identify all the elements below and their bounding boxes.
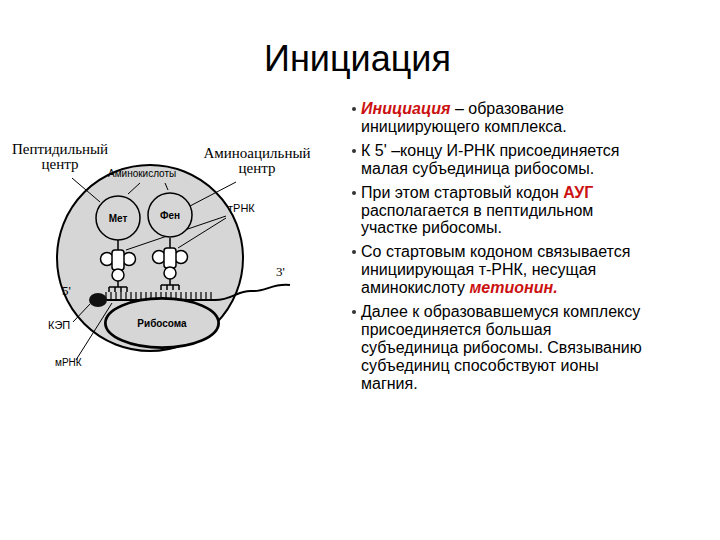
- bullet-text: располагается в пептидильном участке риб…: [361, 202, 593, 237]
- highlight-term: метионин.: [470, 279, 558, 296]
- bullet-dot: [352, 250, 356, 254]
- trna-met: [101, 240, 136, 292]
- bullet-dot: [352, 149, 356, 153]
- node-label: Фен: [160, 210, 180, 221]
- end-label: 5': [62, 284, 82, 297]
- bullet-item: Со стартовым кодоном связывается инициир…: [352, 243, 652, 297]
- bullet-text: К 5' –концу И-РНК присоединяется малая с…: [361, 142, 619, 177]
- amino-acid-circle: Мет: [95, 195, 141, 241]
- bullet-dot: [352, 310, 356, 314]
- bullet-item: Инициация – образование инициирующего ко…: [352, 100, 652, 136]
- part-label: Аминокислоты: [108, 169, 198, 179]
- highlight-term: АУГ: [563, 184, 593, 201]
- center-label: Аминоацильный центр: [190, 146, 324, 176]
- node-label: Мет: [109, 213, 128, 224]
- bullet-item: При этом стартовый кодон АУГ располагает…: [352, 184, 652, 238]
- part-label: мРНК: [55, 358, 95, 368]
- center-label: Пептидильный центр: [4, 142, 116, 172]
- end-label: 3': [276, 265, 296, 278]
- bullet-dot: [352, 107, 356, 111]
- bullet-dot: [352, 191, 356, 195]
- leader-lines: [72, 178, 236, 360]
- part-label: КЭП: [48, 320, 78, 331]
- amino-acid-circle: Фен: [147, 192, 193, 238]
- codon-ticks: [106, 292, 211, 299]
- part-label: тРНК: [228, 203, 268, 214]
- small-subunit-outline: [105, 298, 219, 348]
- bullet-text: Далее к образовавшемуся комплексу присое…: [361, 303, 642, 392]
- bullet-item: К 5' –концу И-РНК присоединяется малая с…: [352, 142, 652, 178]
- highlight-term: Инициация: [361, 100, 450, 117]
- cap: [89, 293, 107, 307]
- node-label: Рибосома: [137, 318, 186, 329]
- bullet-item: Далее к образовавшемуся комплексу присое…: [352, 303, 652, 393]
- bullet-list: Инициация – образование инициирующего ко…: [352, 100, 652, 399]
- slide-title: Инициация: [0, 38, 715, 80]
- ribosome-subunit: Рибосома: [105, 298, 219, 348]
- bullet-text: При этом стартовый кодон: [361, 184, 559, 201]
- large-subunit: [57, 165, 243, 351]
- mrna-strand: [100, 285, 290, 300]
